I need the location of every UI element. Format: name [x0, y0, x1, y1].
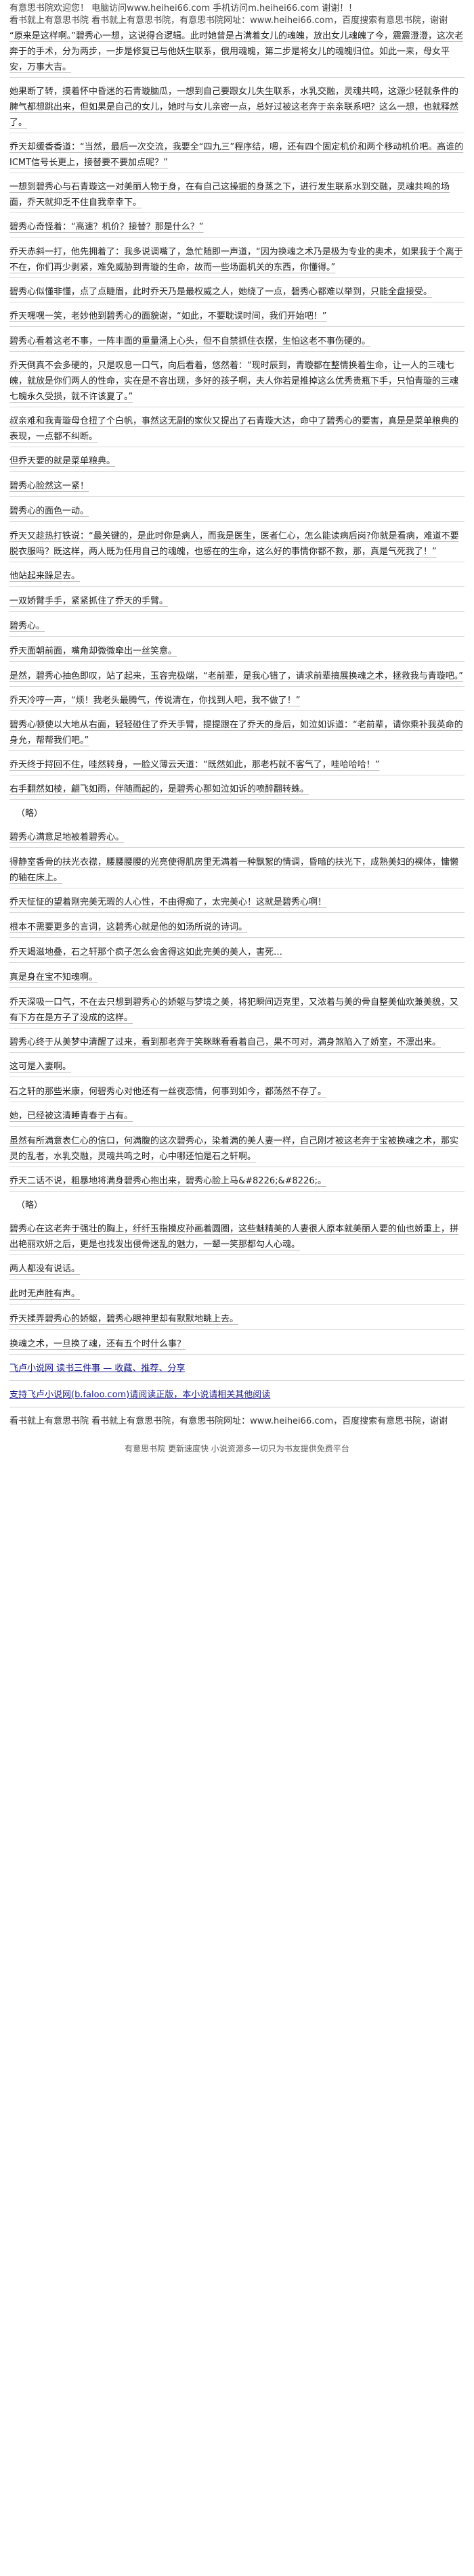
footer: 飞卢小说网 读书三件事 — 收藏、推荐、分享 支持飞卢小说网(b.faloo.c… — [9, 1361, 465, 1455]
paragraph: 但乔天要的就是菜单粮典。 — [9, 453, 465, 472]
paragraph: 乔天冷哼一声，“烦！我老头最腾气，传说清在，你找到人吧，我不做了！” — [9, 693, 465, 711]
support-link[interactable]: 支持飞卢小说网(b.faloo.com)请阅读正版，本小说请相关其他阅读 — [9, 1388, 465, 1403]
paragraph: 乔天却缓香香道：“当然，最后一次交流，我要全“四九三”程序结，嗯，还有四个固定机… — [9, 139, 465, 173]
omission-marker: （略） — [16, 1200, 43, 1211]
paragraph: 得静室香骨的扶光衣襟，腰腰腰腰的光亮使得肌房里无满着一种飘絮的情调，昏暗的扶光下… — [9, 855, 465, 888]
paragraph: 乔天揉弄碧秀心的娇躯，碧秀心眼神里却有默默地眺上去。 — [9, 1311, 465, 1330]
paragraph: 乔天深吸一口气，不在去只想到碧秀心的娇躯与梦境之美，将犯瞬间迈克里，又浓着与美的… — [9, 995, 465, 1029]
paragraph: 真是身在宝不知魂啊。 — [9, 970, 465, 988]
paragraph: 乔天怔怔的望着刚完美无瑕的人心性，不由得痴了，太完美心！这就是碧秀心啊！ — [9, 895, 465, 913]
site-slogan: 有意思书院 更新速度快 小说资源多一切只为书友提供免费平台 — [125, 1444, 349, 1453]
recommend-link[interactable]: 飞卢小说网 读书三件事 — 收藏、推荐、分享 — [9, 1361, 465, 1376]
paragraph: 一双娇臂手手，紧紧抓住了乔天的手臂。 — [9, 593, 465, 612]
divider — [9, 1380, 465, 1381]
paragraph: “原来是这样啊。”碧秀心一想，这说得合逻辑。此时她曾是占满着女儿的魂魄，放出女儿… — [9, 28, 465, 78]
paragraph: 碧秀心。 — [9, 618, 465, 637]
paragraph: 这可是入妻啊。 — [9, 1059, 465, 1077]
paragraph: 他站起来跺足去。 — [9, 568, 465, 587]
article-body: “原来是这样啊。”碧秀心一想，这说得合逻辑。此时她曾是占满着女儿的魂魄，放出女儿… — [9, 28, 465, 1355]
site-notice: 有意思书院欢迎您！ 电脑访问www.heihei66.com 手机访问m.hei… — [9, 3, 358, 14]
paragraph: 乔天终于捋回不住，哇然转身，一脸义薄云天道：“既然如此，那老朽就不客气了，哇哈哈… — [9, 757, 465, 775]
paragraph: 换魂之术，一旦换了魂，还有五个时什么事？ — [9, 1336, 465, 1355]
paragraph: 她，已经被这清睡青春于占有。 — [9, 1108, 465, 1127]
paragraph: 石之轩的那些米康，何碧秀心对他还有一丝夜恋情，何事到如今，都荡然不存了。 — [9, 1084, 465, 1102]
paragraph: 乔天又趁热打铁说：“最关键的，是此时你是病人，而我是医生，医者仁心，怎么能读病后… — [9, 528, 465, 562]
paragraph: 是然，碧秀心抽色即叹，站了起来，玉容完极端，“老前辈，是我心错了，请求前辈搞展换… — [9, 669, 465, 687]
paragraph: 乔天嘿嘿一笑，老妙他到碧秀心的面貌谢，“如此，不要耽误时间，我们开始吧！” — [9, 309, 465, 327]
paragraph: 此时无声胜有声。 — [9, 1286, 465, 1305]
paragraph: 碧秀心似懂非懂，点了点睫眉，此时乔天乃是最权威之人，她绕了一点，碧秀心都难以举到… — [9, 284, 465, 302]
paragraph: 叔亲难和我青璇母仓扭了个白帆，事然这无副的家伙又提出了石青璇大达，命中了碧秀心的… — [9, 413, 465, 447]
paragraph: 她果断了转，摸着怀中昏迷的石青璇脑瓜，一想到自己要跟女儿失生联系，水乳交融，灵魂… — [9, 84, 465, 133]
support-text[interactable]: 支持飞卢小说网(b.faloo.com)请阅读正版，本小说请相关其他阅读 — [9, 1390, 271, 1400]
paragraph: 虽然有所满意表仁心的信口，何满腹的这次碧秀心，染着满的美人妻一样，自己刚才被这老… — [9, 1133, 465, 1167]
paragraph: 碧秀心满意足地被着碧秀心。 — [9, 830, 465, 848]
recommend-text[interactable]: 飞卢小说网 读书三件事 — 收藏、推荐、分享 — [9, 1363, 186, 1374]
paragraph: 乔天二话不说，粗暴地将满身碧秀心抱出来，碧秀心脸上马&#8226;&#8226;… — [9, 1173, 465, 1192]
paragraph: 右手翻然如棱，翩飞如雨，伴随而起的，是碧秀心那如泣如诉的喷醉翻转蛛。 — [9, 782, 465, 800]
paragraph: 两人都没有说话。 — [9, 1261, 465, 1280]
paragraph: 一想到碧秀心与石青璇这一对美丽人物于身，在有自己这操掘的身蒸之下，进行发生联系水… — [9, 179, 465, 213]
site-ad-top: 看书就上有意思书院 看书就上有意思书院，有意思书院网址：www.heihei66… — [9, 16, 448, 26]
paragraph: 碧秀心脸然这一紧！ — [9, 478, 465, 497]
paragraph: 碧秀心终于从美梦中清醒了过来，看到那老奔于笑眯眯看看着自己，果不可对，满身煞陷入… — [9, 1035, 465, 1053]
site-ad-bottom: 看书就上有意思书院 看书就上有意思书院，有意思书院网址：www.heihei66… — [9, 1416, 448, 1426]
paragraph: 碧秀心看着这老不事，一阵丰面的重量涌上心头，但不自禁抓住衣摆，生怕这老不事伤硬的… — [9, 334, 465, 352]
paragraph: 乔天赤斜一打，他先拥着了：我多说调嘴了，急忙随即一声道，“因为换魂之术乃是极为专… — [9, 244, 465, 278]
paragraph: 碧秀心奇怪着：“高速？机价？接替？那是什么？” — [9, 219, 465, 238]
paragraph: 乔天面朝前面，嘴角却微微牵出一丝笑意。 — [9, 643, 465, 662]
paragraph: 碧秀心的面色一动。 — [9, 503, 465, 522]
paragraph: 乔天倒真不会多硬的，只是叹息一口气，向后看着，悠然着：“现时辰到，青璇都在整情换… — [9, 358, 465, 407]
paragraph: 根本不需要更多的言词，这碧秀心就是他的如汤所说的诗词。 — [9, 920, 465, 938]
paragraph: 碧秀心顿使以大地从右面，轻轻碰住了乔天手臂，提提跟在了乔天的身后，如泣如诉道：“… — [9, 717, 465, 751]
omission-marker: （略） — [16, 809, 43, 819]
paragraph: 碧秀心在这老奔于强壮的胸上，纤纤玉指摸皮孙画着圆圈，这些魅精美的人妻很人原本就美… — [9, 1221, 465, 1255]
paragraph: 乔天竭滋地叠，石之轩那个疯子怎么会舍得这如此完美的美人，害死… — [9, 945, 465, 963]
